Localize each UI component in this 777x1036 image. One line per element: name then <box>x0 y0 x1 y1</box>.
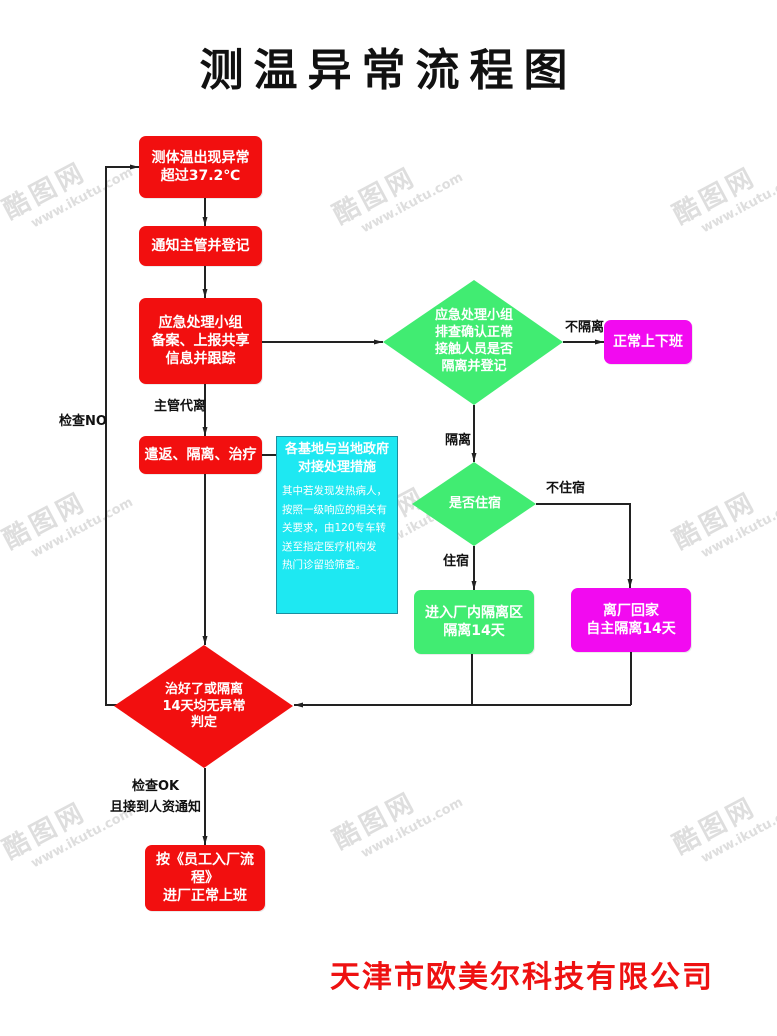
node-label: 遣返、隔离、治疗 <box>144 446 257 463</box>
node-label: 正常上下班 <box>613 333 683 350</box>
info-box-local-government: 各基地与当地政府 对接处理措施 其中若发现发热病人， 按照一级响应的相关有 关要… <box>276 436 398 614</box>
diamond-label-is-resident: 是否住宿 <box>448 495 501 511</box>
edge-label-supervisor-leave: 主管代离 <box>154 399 207 414</box>
node-label: 应急处理小组 备案、上报共享 信息并跟踪 <box>151 314 250 368</box>
edge-label-not-resident: 不住宿 <box>546 481 586 496</box>
node-temp-abnormal: 测体温出现异常 超过37.2℃ <box>139 136 262 198</box>
node-return-to-work: 按《员工入厂流程》 进厂正常上班 <box>145 845 265 911</box>
node-factory-isolation: 进入厂内隔离区 隔离14天 <box>414 590 534 654</box>
info-box-body: 其中若发现发热病人， 按照一级响应的相关有 关要求，由120专车转 送至指定医疗… <box>282 485 387 571</box>
info-box-heading: 各基地与当地政府 对接处理措施 <box>284 442 389 476</box>
node-label: 通知主管并登记 <box>151 237 250 254</box>
node-notify-supervisor: 通知主管并登记 <box>139 226 262 266</box>
company-footer: 天津市欧美尔科技有限公司 <box>330 960 714 995</box>
edge-label-check-ok: 检查OK 且接到人资通知 <box>110 779 202 815</box>
is-resident-diamond <box>412 462 536 546</box>
node-normal-work: 正常上下班 <box>604 320 692 364</box>
edge-label-check-no: 检查NO <box>59 414 107 429</box>
node-home-isolation: 离厂回家 自主隔离14天 <box>571 588 691 652</box>
page-title: 测温异常流程图 <box>199 45 578 96</box>
check-contacts-diamond <box>383 280 563 405</box>
edge-label-isolation: 隔离 <box>445 433 472 448</box>
node-emergency-group: 应急处理小组 备案、上报共享 信息并跟踪 <box>139 298 262 384</box>
node-label: 离厂回家 自主隔离14天 <box>586 602 676 637</box>
edge-label-resident: 住宿 <box>443 554 470 569</box>
diamond-label-check-contacts: 应急处理小组 排查确认正常 接触人员是否 隔离并登记 <box>434 308 513 374</box>
node-label: 进入厂内隔离区 隔离14天 <box>425 604 523 639</box>
node-label: 按《员工入厂流程》 进厂正常上班 <box>156 851 254 905</box>
recovered-check-diamond <box>114 645 293 768</box>
diamond-label-recovered-check: 治好了或隔离 14天均无异常 判定 <box>162 681 246 731</box>
node-label: 测体温出现异常 超过37.2℃ <box>151 149 250 184</box>
edge-label-no-isolation: 不隔离 <box>565 320 605 335</box>
node-repatriate: 遣返、隔离、治疗 <box>139 436 262 474</box>
